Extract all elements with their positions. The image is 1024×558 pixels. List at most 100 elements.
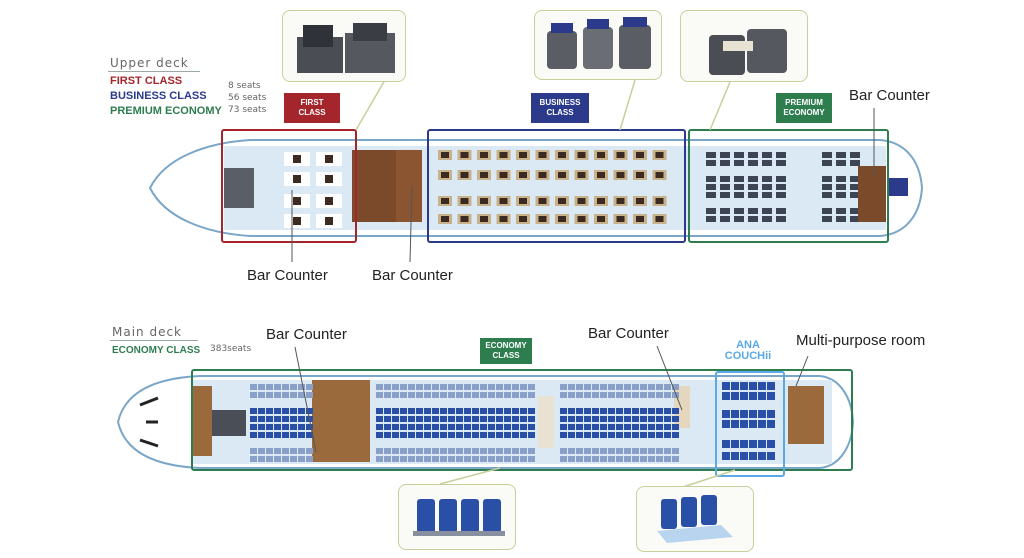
economy-seat — [488, 408, 495, 414]
economy-seat — [656, 448, 663, 454]
economy-seat — [672, 456, 679, 462]
couch-seat — [749, 452, 757, 460]
premium-seat — [748, 176, 758, 182]
economy-seat — [416, 384, 423, 390]
premium-seat — [836, 192, 846, 198]
economy-seat — [384, 384, 391, 390]
economy-photo-pointer — [439, 467, 501, 485]
economy-seat — [568, 424, 575, 430]
economy-seat — [266, 448, 273, 454]
economy-seat — [600, 432, 607, 438]
main-bar-counter-callout-1: Bar Counter — [266, 326, 347, 343]
economy-seat — [496, 416, 503, 422]
economy-seat — [664, 424, 671, 430]
economy-seat — [456, 432, 463, 438]
cockpit-windows — [139, 396, 159, 448]
economy-seat — [472, 392, 479, 398]
economy-seat — [664, 392, 671, 398]
business-seat — [441, 152, 449, 158]
premium-seat — [850, 176, 860, 182]
first-suite-seat — [293, 155, 301, 163]
economy-seat — [664, 448, 671, 454]
premium-seat — [762, 152, 772, 158]
economy-seat — [560, 432, 567, 438]
couch-seat — [740, 410, 748, 418]
first-class-box — [221, 129, 357, 243]
economy-seat — [592, 408, 599, 414]
economy-seat — [258, 456, 265, 462]
premium-seat — [776, 208, 786, 214]
economy-seat — [448, 384, 455, 390]
economy-seat — [560, 456, 567, 462]
economy-seat — [472, 424, 479, 430]
economy-seat — [600, 408, 607, 414]
economy-seat — [298, 432, 305, 438]
economy-seat — [258, 392, 265, 398]
economy-seat — [384, 424, 391, 430]
economy-seat — [306, 384, 313, 390]
economy-seat — [472, 448, 479, 454]
economy-seat — [584, 456, 591, 462]
business-seat — [616, 216, 625, 222]
premium-seat — [734, 184, 744, 190]
business-seat — [597, 216, 605, 222]
economy-seat — [600, 424, 607, 430]
economy-seat — [384, 456, 391, 462]
economy-seat — [656, 432, 663, 438]
economy-seat — [480, 384, 487, 390]
premium-seat — [720, 216, 730, 222]
economy-seat — [464, 392, 471, 398]
economy-seat — [504, 456, 511, 462]
economy-seat — [424, 424, 431, 430]
economy-seat — [282, 416, 289, 422]
first-class-seat-photo — [282, 10, 406, 82]
economy-seat — [616, 448, 623, 454]
economy-seat — [282, 448, 289, 454]
business-seat — [441, 172, 449, 178]
economy-seat — [400, 432, 407, 438]
business-seat — [597, 198, 605, 204]
economy-seat — [672, 424, 679, 430]
economy-seat — [616, 408, 623, 414]
multi-purpose-leader — [795, 355, 809, 387]
economy-seat — [592, 392, 599, 398]
economy-seat — [504, 416, 511, 422]
premium-seat — [836, 176, 846, 182]
economy-seat — [568, 448, 575, 454]
couch-seat — [749, 440, 757, 448]
business-seat — [480, 152, 488, 158]
economy-seat-illustration — [413, 499, 505, 536]
business-seat — [616, 198, 625, 204]
business-seat — [597, 172, 605, 178]
economy-seat — [496, 408, 503, 414]
economy-seat — [424, 384, 431, 390]
economy-seat — [298, 384, 305, 390]
economy-seat — [640, 424, 647, 430]
premium-seat — [734, 152, 744, 158]
economy-seat — [600, 384, 607, 390]
economy-seat — [266, 432, 273, 438]
premium-seat — [850, 216, 860, 222]
first-suite-seat — [325, 197, 333, 205]
couch-seat — [731, 440, 739, 448]
economy-seat — [464, 384, 471, 390]
economy-seat — [274, 392, 281, 398]
economy-seat — [464, 408, 471, 414]
economy-seat — [528, 416, 535, 422]
premium-seat — [748, 192, 758, 198]
upper-bar-2-leader — [409, 185, 413, 263]
economy-seat — [376, 392, 383, 398]
economy-seat — [616, 384, 623, 390]
business-seat — [441, 216, 449, 222]
economy-seat — [416, 416, 423, 422]
couch-seat — [722, 382, 730, 390]
premium-seat — [822, 152, 832, 158]
premium-seat — [748, 184, 758, 190]
economy-seat — [664, 432, 671, 438]
economy-seat — [648, 432, 655, 438]
premium-seat — [822, 160, 832, 166]
economy-seat — [632, 408, 639, 414]
premium-seat — [850, 208, 860, 214]
economy-seat — [432, 456, 439, 462]
economy-seat — [290, 392, 297, 398]
